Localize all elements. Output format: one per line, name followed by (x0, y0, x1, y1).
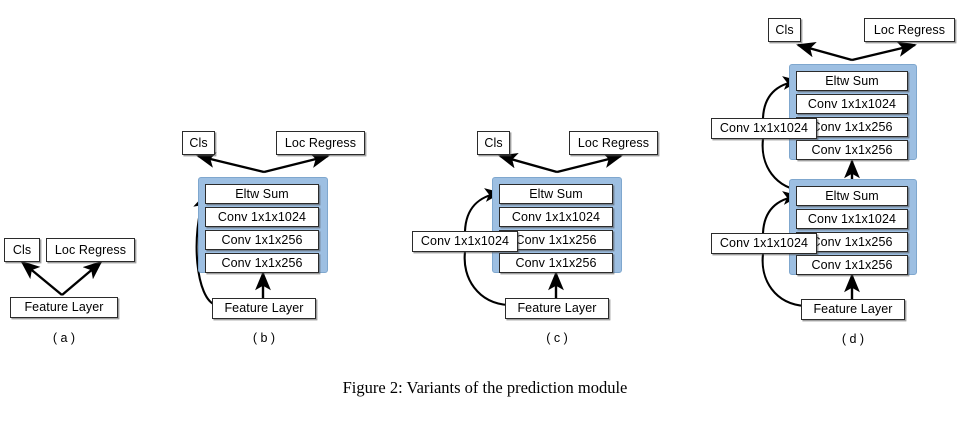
box-label: Conv 1x1x256 (515, 255, 597, 270)
panel-b-feature-layer[interactable]: Feature Layer (212, 298, 316, 319)
panel-d-lower-layer-eltw-sum[interactable]: Eltw Sum (796, 186, 908, 206)
box-label: Conv 1x1x256 (515, 232, 597, 247)
panel-b-layer-conv-256-2[interactable]: Conv 1x1x256 (205, 253, 319, 273)
panel-c-layer-conv-1024[interactable]: Conv 1x1x1024 (499, 207, 613, 227)
figure-caption: Figure 2: Variants of the prediction mod… (342, 378, 628, 397)
box-label: Conv 1x1x256 (221, 255, 303, 270)
box-label: Eltw Sum (825, 73, 879, 88)
box-label: Cls (12, 242, 32, 257)
box-label: Cls (189, 135, 208, 150)
box-label: Conv 1x1x1024 (217, 209, 307, 224)
panel-b-subcaption: ( b ) (252, 331, 276, 345)
box-label: Cls (484, 135, 503, 150)
box-label: Feature Layer (813, 302, 893, 317)
panel-d-upper-layer-conv-256-1[interactable]: Conv 1x1x256 (796, 117, 908, 137)
box-label: Loc Regress (54, 242, 127, 257)
box-label: Loc Regress (577, 135, 650, 150)
box-label: Conv 1x1x256 (811, 257, 893, 272)
panel-a-subcaption: ( a ) (52, 331, 76, 345)
panel-b-layer-eltw-sum[interactable]: Eltw Sum (205, 184, 319, 204)
panel-c-side-conv-1024[interactable]: Conv 1x1x1024 (412, 231, 518, 252)
panel-d-upper-side-conv-1024[interactable]: Conv 1x1x1024 (711, 118, 817, 139)
panel-d-lower-side-conv-1024[interactable]: Conv 1x1x1024 (711, 233, 817, 254)
panel-d-upper-layer-eltw-sum[interactable]: Eltw Sum (796, 71, 908, 91)
panel-d-subcaption: ( d ) (841, 332, 865, 346)
panel-a-output-cls[interactable]: Cls (4, 238, 40, 262)
panel-c-output-cls[interactable]: Cls (477, 131, 510, 155)
box-label: Loc Regress (284, 135, 357, 150)
panel-c-feature-layer[interactable]: Feature Layer (505, 298, 609, 319)
panel-b-layer-conv-1024[interactable]: Conv 1x1x1024 (205, 207, 319, 227)
box-label: Conv 1x1x256 (221, 232, 303, 247)
panel-d-upper-layer-conv-1024[interactable]: Conv 1x1x1024 (796, 94, 908, 114)
panel-d-lower-layer-conv-1024[interactable]: Conv 1x1x1024 (796, 209, 908, 229)
box-label: Conv 1x1x256 (811, 234, 893, 249)
box-label: Feature Layer (517, 301, 597, 316)
box-label: Feature Layer (224, 301, 304, 316)
box-label: Eltw Sum (235, 186, 289, 201)
panel-d-feature-layer[interactable]: Feature Layer (801, 299, 905, 320)
panel-a-arrows (20, 260, 103, 296)
panel-c-output-loc-regress[interactable]: Loc Regress (569, 131, 658, 155)
panel-a-feature-layer[interactable]: Feature Layer (10, 297, 118, 318)
box-label: Conv 1x1x1024 (511, 209, 601, 224)
panel-d-lower-layer-conv-256-2[interactable]: Conv 1x1x256 (796, 255, 908, 275)
panel-d-upper-layer-conv-256-2[interactable]: Conv 1x1x256 (796, 140, 908, 160)
panel-c-layer-conv-256-2[interactable]: Conv 1x1x256 (499, 253, 613, 273)
box-label: Conv 1x1x256 (811, 119, 893, 134)
panel-b-output-cls[interactable]: Cls (182, 131, 215, 155)
panel-d-output-loc-regress[interactable]: Loc Regress (864, 18, 955, 42)
panel-b-output-loc-regress[interactable]: Loc Regress (276, 131, 365, 155)
box-label: Loc Regress (873, 22, 946, 37)
box-label: Conv 1x1x256 (811, 142, 893, 157)
panel-a-output-loc-regress[interactable]: Loc Regress (46, 238, 135, 262)
box-label: Cls (775, 22, 794, 37)
box-label: Eltw Sum (825, 188, 879, 203)
panel-c-layer-eltw-sum[interactable]: Eltw Sum (499, 184, 613, 204)
panel-d-output-cls[interactable]: Cls (768, 18, 801, 42)
panel-c-subcaption: ( c ) (546, 331, 568, 345)
box-label: Conv 1x1x1024 (420, 234, 510, 249)
box-label: Eltw Sum (529, 186, 583, 201)
box-label: Conv 1x1x1024 (807, 211, 897, 226)
box-label: Conv 1x1x1024 (807, 96, 897, 111)
panel-b-layer-conv-256-1[interactable]: Conv 1x1x256 (205, 230, 319, 250)
box-label: Feature Layer (24, 300, 104, 315)
panel-d-lower-layer-conv-256-1[interactable]: Conv 1x1x256 (796, 232, 908, 252)
box-label: Conv 1x1x1024 (719, 121, 809, 136)
box-label: Conv 1x1x1024 (719, 236, 809, 251)
